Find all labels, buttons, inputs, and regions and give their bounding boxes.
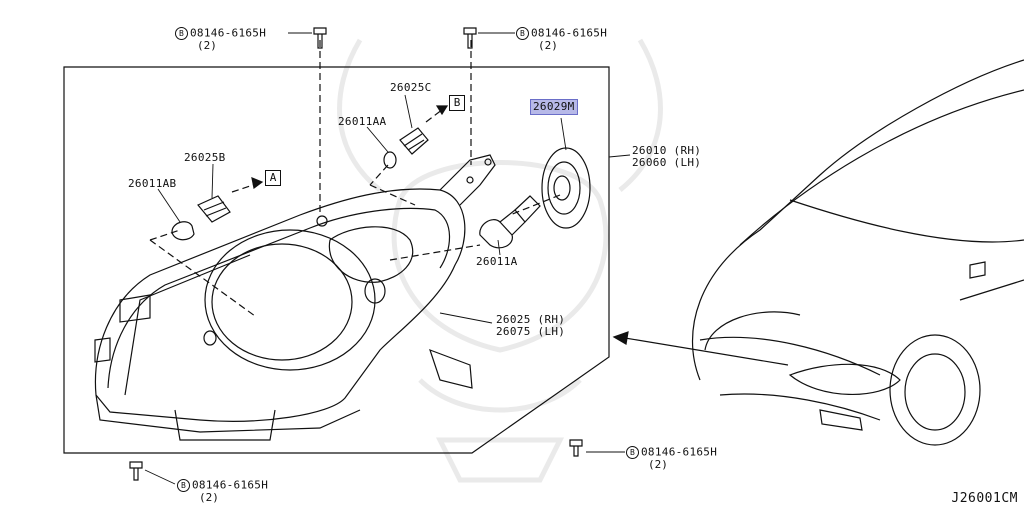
part-label-26011AB[interactable]: 26011AB (128, 177, 177, 190)
bolt-prefix-icon: B (516, 27, 529, 40)
assembly-frame (63, 66, 610, 454)
bolt-icon (129, 27, 583, 481)
headlamp-housing (94, 154, 496, 441)
ref-box-b: B (449, 95, 465, 111)
part-label-26025C[interactable]: 26025C (390, 81, 432, 94)
part-label-26010-rh[interactable]: 26010 (RH) (632, 144, 702, 157)
bolt-part-number: 08146-6165H (531, 26, 608, 40)
part-label-26060-lh[interactable]: 26060 (LH) (632, 156, 702, 169)
bolt-qty: (2) (199, 491, 219, 504)
bolt-qty: (2) (197, 39, 217, 52)
ref-arrows (251, 105, 449, 190)
bolt-part-number: 08146-6165H (190, 26, 267, 40)
car-silhouette (692, 59, 1024, 446)
bulb-26011A (479, 195, 541, 249)
dust-cap-26029M (541, 147, 591, 229)
ref-box-a: A (265, 170, 281, 186)
bolt-part-number: 08146-6165H (192, 478, 269, 492)
socket-26025C (399, 127, 429, 155)
leader-lines (144, 32, 631, 485)
assembly-dash-lines (149, 40, 561, 317)
bulb-26011AB (171, 221, 195, 241)
part-label-26011A[interactable]: 26011A (476, 255, 518, 268)
part-label-26025-rh[interactable]: 26025 (RH) (496, 313, 566, 326)
part-label-26025B[interactable]: 26025B (184, 151, 226, 164)
bolt-qty: (2) (538, 39, 558, 52)
bolt-part-number: 08146-6165H (641, 445, 718, 459)
diagram-id: J26001CM (951, 491, 1018, 506)
part-label-26011AA[interactable]: 26011AA (338, 115, 387, 128)
part-label-26029M[interactable]: 26029M (530, 99, 578, 115)
bolt-prefix-icon: B (177, 479, 190, 492)
bolt-prefix-icon: B (626, 446, 639, 459)
location-pointer (612, 331, 789, 366)
bulb-26011AA (383, 151, 397, 169)
watermark-emblem (337, 38, 663, 483)
socket-26025B (197, 195, 231, 223)
bolt-prefix-icon: B (175, 27, 188, 40)
bolt-qty: (2) (648, 458, 668, 471)
part-label-26075-lh[interactable]: 26075 (LH) (496, 325, 566, 338)
